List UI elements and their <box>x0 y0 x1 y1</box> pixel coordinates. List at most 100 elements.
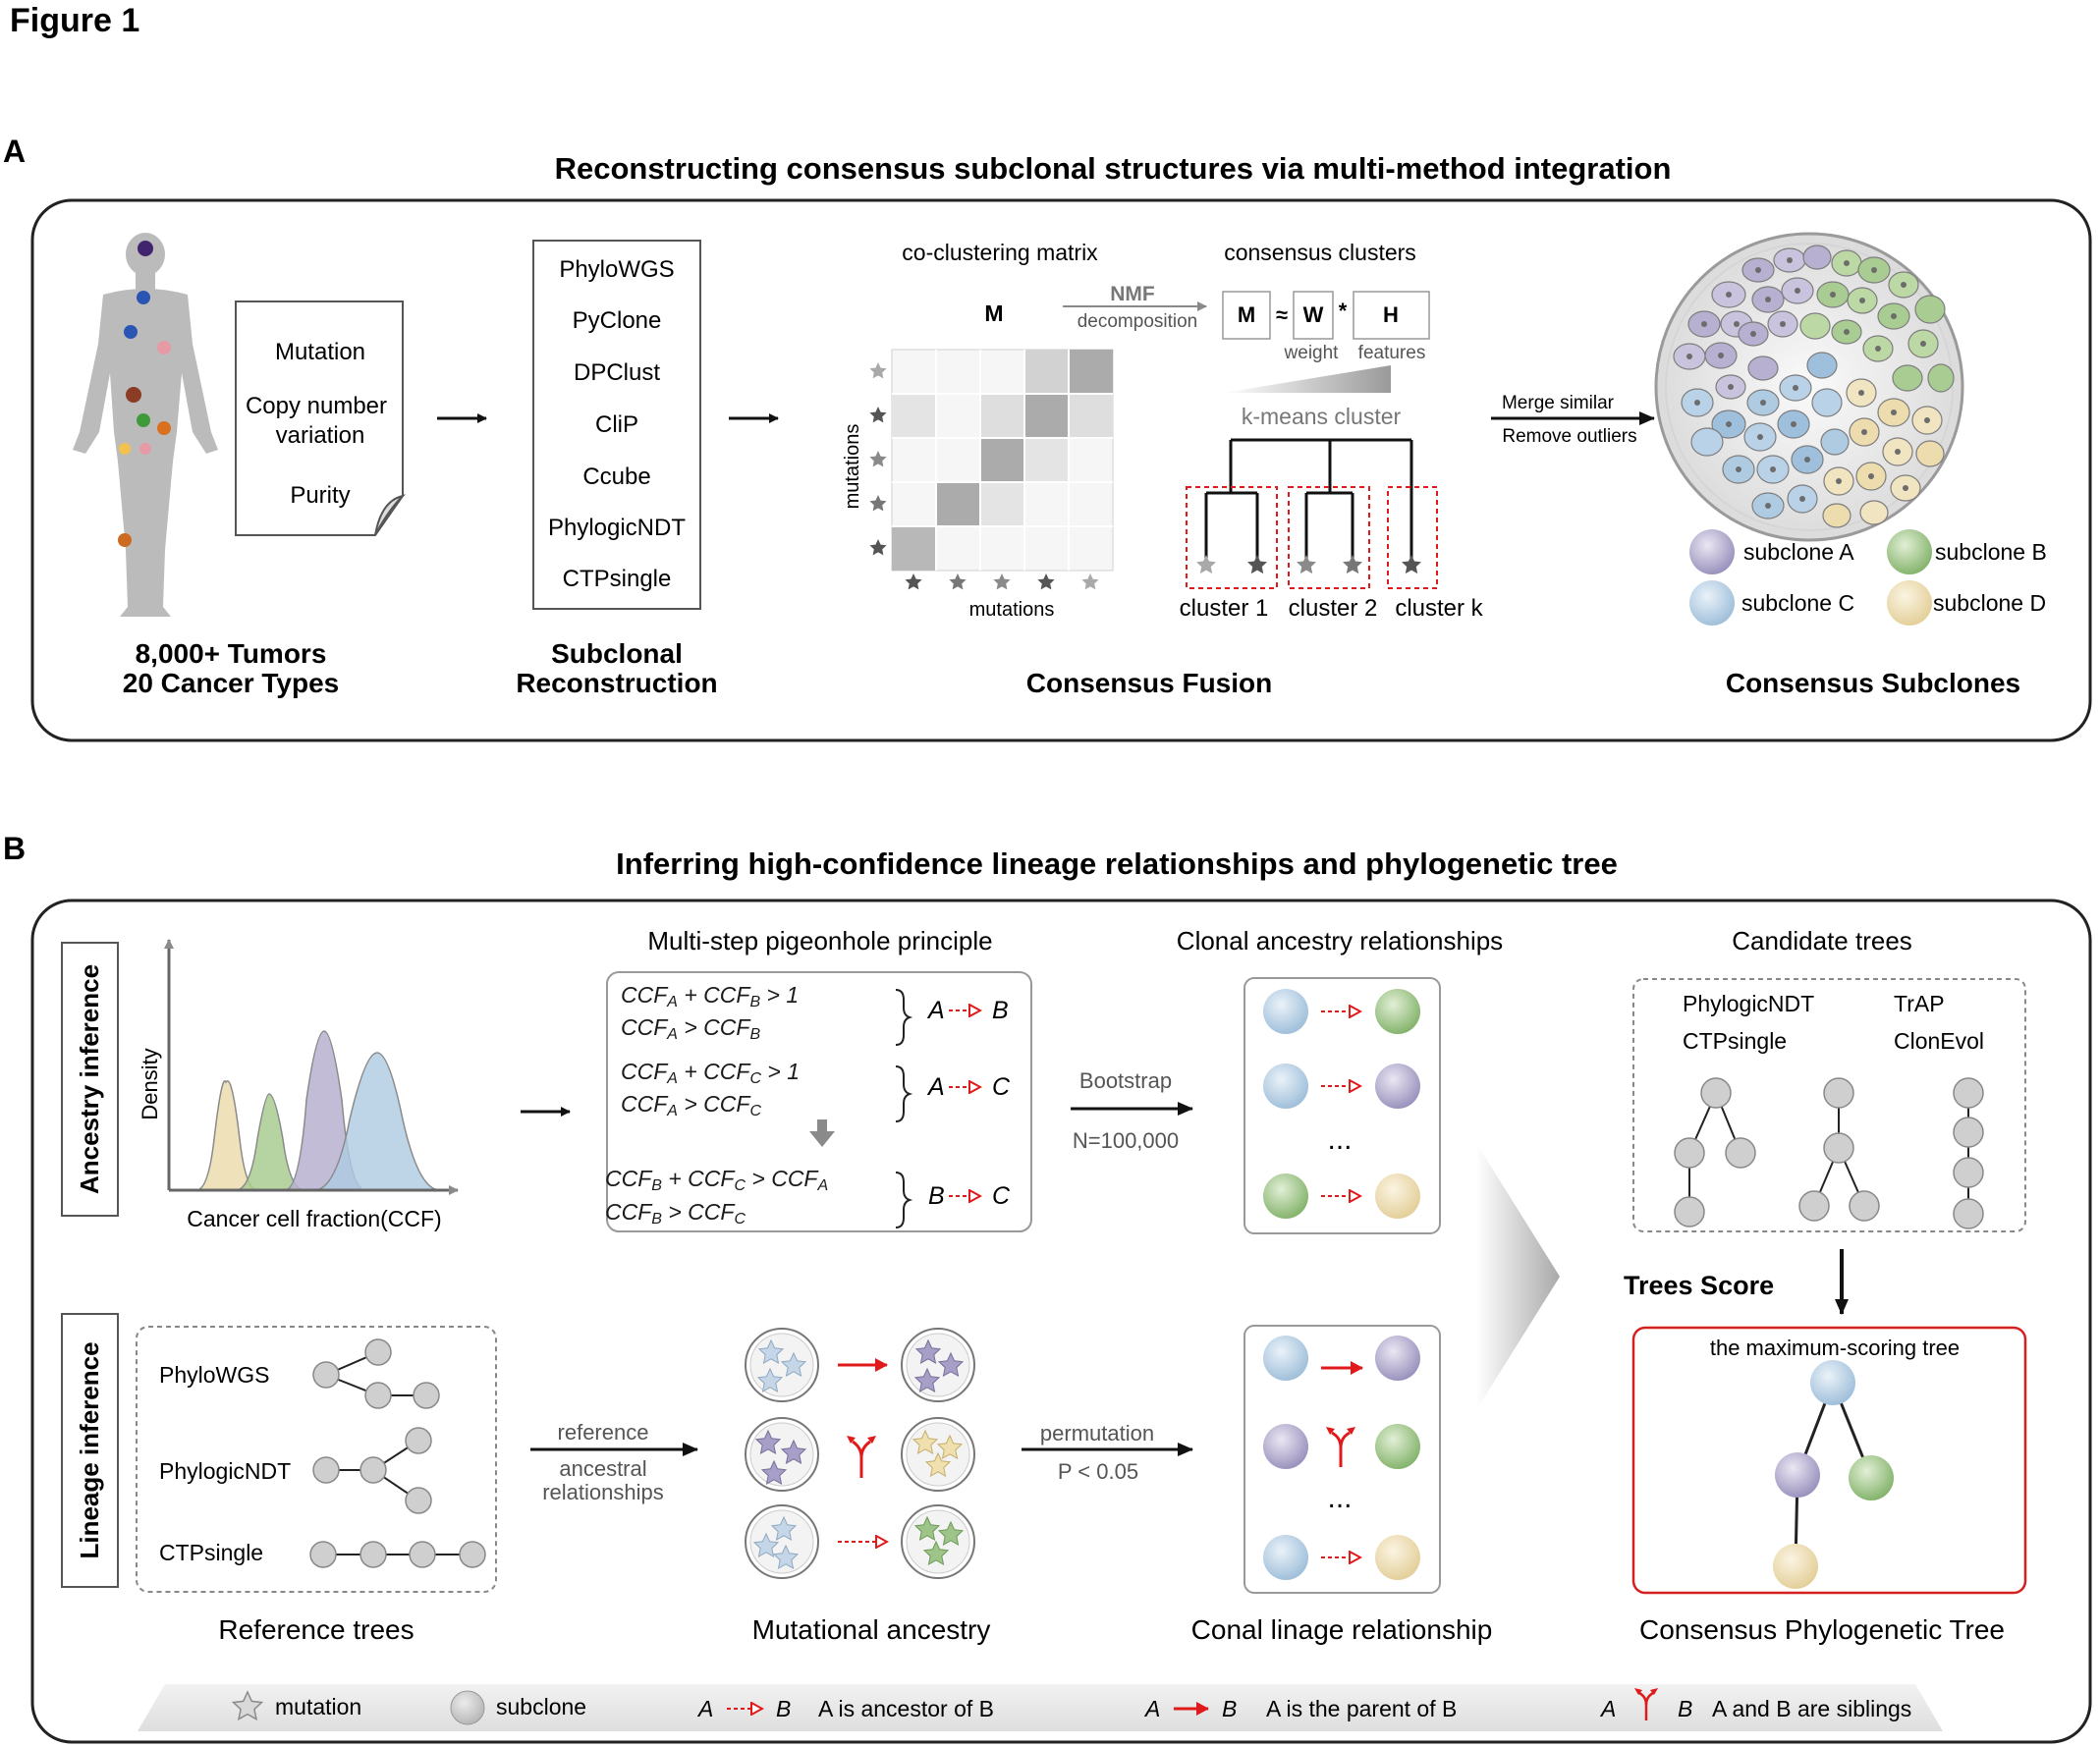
eq-m-box <box>1222 291 1271 340</box>
candidate-tree-2 <box>1798 1077 1880 1222</box>
svg-text:CCFB > CCFC: CCFB > CCFC <box>605 1199 746 1228</box>
cancer-types: 20 Cancer Types <box>123 668 340 698</box>
panel-b-title: Inferring high-confidence lineage relati… <box>616 846 1618 881</box>
subclone-a-swatch <box>1689 529 1735 574</box>
max-scoring-tree <box>1773 1360 1894 1589</box>
lineage-relations <box>1263 1336 1420 1580</box>
panel-b-letter: B <box>3 831 26 866</box>
subclone-d-label: subclone D <box>1933 590 2046 616</box>
input-variation: variation <box>276 422 365 449</box>
lineage-side-label: Lineage inference <box>75 1341 104 1558</box>
svg-text:A: A <box>926 1073 945 1101</box>
candidate-ctpsingle: CTPsingle <box>1683 1028 1787 1054</box>
svg-text:CCFB + CCFC > CCFA: CCFB + CCFC > CCFA <box>605 1166 828 1194</box>
reference-trees-label: Reference trees <box>218 1614 414 1645</box>
reference-ctpsingle: CTPsingle <box>159 1540 263 1565</box>
coclustering-matrix <box>891 349 1114 572</box>
cluster-k-label: cluster k <box>1395 595 1483 622</box>
subclonal-label: Subclonal <box>551 638 683 669</box>
reference-tree-phylowgs <box>312 1338 440 1409</box>
kmeans-label: k-means cluster <box>1242 404 1402 429</box>
consensus-tree-label: Consensus Phylogenetic Tree <box>1639 1614 2005 1645</box>
features-label: features <box>1358 343 1426 363</box>
mutational-ancestry-label: Mutational ancestry <box>752 1614 991 1645</box>
candidate-phylogicndt: PhylogicNDT <box>1683 991 1814 1016</box>
candidate-tree-3 <box>1953 1077 1984 1229</box>
matrix-row-stars <box>869 362 887 556</box>
trees-score-label: Trees Score <box>1624 1271 1774 1300</box>
cluster-stars <box>1196 555 1421 574</box>
cluster-2-box <box>1288 486 1370 589</box>
reconstruction-label: Reconstruction <box>516 668 717 698</box>
legend-ancestor-label: A is ancestor of B <box>818 1696 994 1721</box>
svg-text:C: C <box>992 1182 1011 1210</box>
eq-approx: ≈ <box>1276 302 1288 327</box>
svg-text:C: C <box>992 1073 1011 1101</box>
svg-text:CCFA > CCFC: CCFA > CCFC <box>621 1091 761 1119</box>
lineage-ellipsis: ... <box>1327 1482 1352 1514</box>
mutational-ancestry <box>745 1328 975 1579</box>
weight-label: weight <box>1284 343 1340 363</box>
pigeonhole-box <box>606 971 1032 1232</box>
subclone-c-label: subclone C <box>1741 590 1854 616</box>
svg-text:CCFA > CCFB: CCFA > CCFB <box>621 1014 760 1043</box>
candidate-title: Candidate trees <box>1732 926 1912 955</box>
legend-subclone-circle <box>450 1690 485 1725</box>
clonal-title: Clonal ancestry relationships <box>1177 926 1503 955</box>
input-mutation: Mutation <box>275 339 365 365</box>
method-phylowgs: PhyloWGS <box>559 256 674 283</box>
legend-parent-label: A is the parent of B <box>1266 1696 1457 1721</box>
reference-phylowgs: PhyloWGS <box>159 1362 269 1388</box>
pigeonhole-braces <box>895 989 913 1228</box>
matrix-y-axis-label: mutations <box>842 424 863 510</box>
methods-box <box>532 240 701 610</box>
eq-w: W <box>1303 302 1324 327</box>
svg-text:B: B <box>992 997 1009 1024</box>
bootstrap-label: Bootstrap <box>1079 1068 1172 1093</box>
reference-label: reference <box>558 1420 649 1445</box>
cluster-1-box <box>1186 486 1278 589</box>
pigeonhole-inequalities: CCFA + CCFB > 1 CCFA > CCFB CCFA + CCFC … <box>605 982 828 1228</box>
input-purity: Purity <box>290 482 350 509</box>
method-ccube: Ccube <box>582 464 650 490</box>
legend-mutation-star <box>231 1690 264 1721</box>
eq-h-box <box>1353 291 1430 340</box>
subclone-d-swatch <box>1887 580 1932 626</box>
legend-ancestor-b: B <box>776 1696 791 1721</box>
pigeonhole-results: A B A C B C <box>926 997 1011 1210</box>
consensus-fusion-label: Consensus Fusion <box>1026 668 1272 698</box>
legend-sibling-label: A and B are siblings <box>1712 1696 1911 1721</box>
eq-times: * <box>1339 299 1348 323</box>
nmf-label: NMF <box>1110 283 1155 305</box>
kmeans-dendrogram <box>1204 438 1413 565</box>
legend-sibling-icon <box>1634 1688 1658 1720</box>
clusters-title: consensus clusters <box>1224 240 1416 265</box>
legend-sibling-a: A <box>1599 1696 1616 1721</box>
svg-text:A: A <box>926 997 945 1024</box>
legend-mutation-label: mutation <box>275 1694 361 1719</box>
method-ctpsingle: CTPsingle <box>563 566 672 592</box>
input-document <box>235 300 407 536</box>
density-axis-label: Density <box>138 1048 162 1119</box>
tumors-count: 8,000+ Tumors <box>136 638 327 669</box>
subclone-cell-dish <box>1654 232 1964 542</box>
method-phylogicndt: PhylogicNDT <box>548 515 686 541</box>
input-copy-number: Copy number <box>246 393 387 419</box>
legend-ancestor-a: A <box>696 1696 713 1721</box>
legend-subclone-label: subclone <box>496 1694 586 1719</box>
method-pyclone: PyClone <box>573 307 662 334</box>
subclone-c-swatch <box>1689 580 1735 626</box>
ancestry-side-label: Ancestry inference <box>75 964 104 1194</box>
matrix-x-axis-label: mutations <box>969 599 1055 621</box>
kmeans-wedge <box>1224 365 1391 393</box>
pigeonhole-title: Multi-step pigeonhole principle <box>647 926 992 955</box>
method-clip: CliP <box>595 411 638 438</box>
clonal-ellipsis: ... <box>1327 1123 1352 1156</box>
decomposition-label: decomposition <box>1078 311 1198 332</box>
reference-tree-phylogicndt <box>312 1427 432 1514</box>
relationships-label: relationships <box>542 1480 664 1504</box>
cluster-1-label: cluster 1 <box>1180 595 1269 622</box>
max-tree-label: the maximum-scoring tree <box>1710 1336 1960 1360</box>
ancestral-label: ancestral <box>559 1456 646 1481</box>
